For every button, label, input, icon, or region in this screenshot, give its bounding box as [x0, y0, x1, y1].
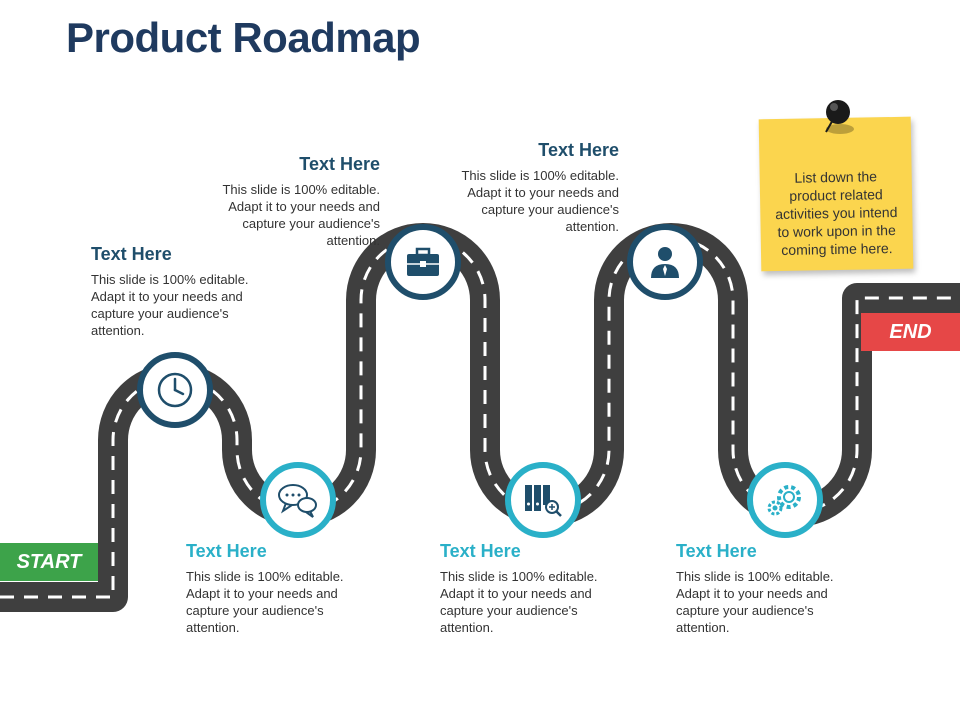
pushpin-icon — [825, 100, 854, 134]
milestone-3-node[interactable] — [385, 224, 461, 300]
milestone-3-heading: Text Here — [299, 154, 380, 174]
milestone-5-text: Text Here This slide is 100% editable. A… — [454, 140, 619, 235]
milestone-1-node[interactable] — [137, 352, 213, 428]
milestone-4-heading: Text Here — [440, 541, 521, 561]
milestone-5-heading: Text Here — [538, 140, 619, 160]
milestone-2-body: This slide is 100% editable. Adapt it to… — [186, 569, 344, 635]
milestone-2-heading: Text Here — [186, 541, 267, 561]
milestone-5-body: This slide is 100% editable. Adapt it to… — [461, 168, 619, 234]
briefcase-icon — [407, 247, 439, 276]
binders-search-icon — [525, 485, 562, 517]
milestone-4-text: Text Here This slide is 100% editable. A… — [440, 541, 605, 636]
end-label: END — [861, 313, 960, 351]
page-title: Product Roadmap — [66, 14, 421, 61]
milestone-1-text: Text Here This slide is 100% editable. A… — [91, 244, 256, 339]
milestone-3-text: Text Here This slide is 100% editable. A… — [215, 154, 380, 249]
milestone-4-node[interactable] — [505, 462, 581, 538]
milestone-6-text: Text Here This slide is 100% editable. A… — [676, 541, 841, 636]
clock-icon — [157, 372, 193, 408]
milestone-2-text: Text Here This slide is 100% editable. A… — [186, 541, 351, 636]
start-label: START — [0, 543, 98, 581]
milestone-2-node[interactable] — [260, 462, 336, 538]
milestone-3-body: This slide is 100% editable. Adapt it to… — [222, 182, 380, 248]
milestone-5-node[interactable] — [627, 224, 703, 300]
milestone-4-body: This slide is 100% editable. Adapt it to… — [440, 569, 598, 635]
milestone-6-body: This slide is 100% editable. Adapt it to… — [676, 569, 834, 635]
person-icon — [651, 247, 679, 278]
gears-icon — [767, 485, 801, 516]
milestone-1-body: This slide is 100% editable. Adapt it to… — [91, 272, 249, 338]
sticky-note-text: List down the product related activities… — [775, 168, 898, 258]
milestone-1-heading: Text Here — [91, 244, 172, 264]
milestone-6-heading: Text Here — [676, 541, 757, 561]
milestone-6-node[interactable] — [747, 462, 823, 538]
chat-icon — [278, 484, 317, 518]
